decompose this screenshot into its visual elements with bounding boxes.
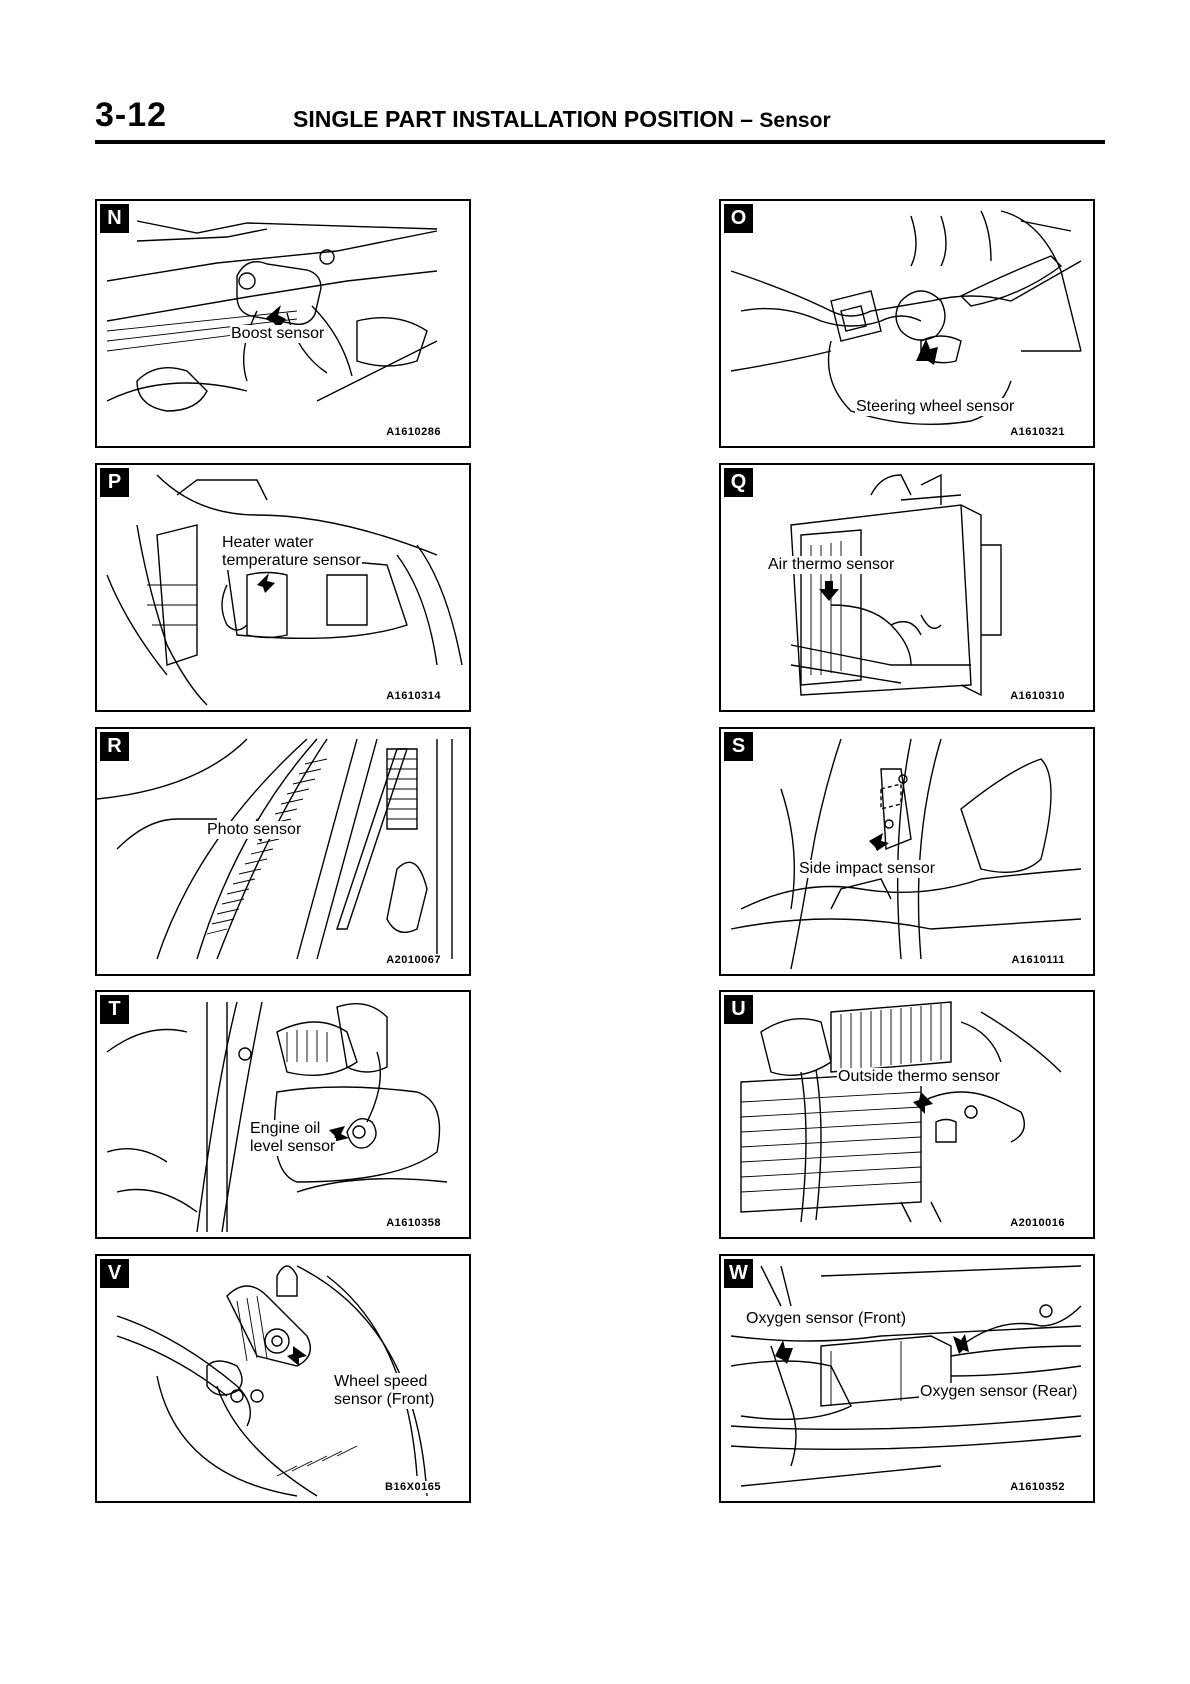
page-header: 3-12 SINGLE PART INSTALLATION POSITION –… bbox=[95, 96, 1105, 142]
engine-oil-level-sensor-illustration bbox=[106, 1001, 448, 1233]
figure-code: A2010016 bbox=[1010, 1217, 1065, 1229]
air-thermo-sensor-label: Air thermo sensor bbox=[767, 556, 896, 574]
panel-n-boost-sensor: N Boost sensor A1610286 bbox=[95, 199, 471, 448]
boost-sensor-label: Boost sensor bbox=[230, 325, 326, 343]
figure-code: A1610314 bbox=[386, 690, 441, 702]
page-title-main: SINGLE PART INSTALLATION POSITION bbox=[293, 106, 734, 132]
panel-letter: T bbox=[100, 995, 129, 1024]
panel-t-engine-oil-level-sensor: T Engine oil level sensor A1610358 bbox=[95, 990, 471, 1239]
panel-p-heater-water-temperature-sensor: P Heater water temperature sensor A16103… bbox=[95, 463, 471, 712]
page-title: SINGLE PART INSTALLATION POSITION – Sens… bbox=[293, 106, 831, 133]
heater-water-temperature-sensor-illustration bbox=[106, 474, 463, 706]
boost-sensor-illustration bbox=[106, 220, 438, 412]
oxygen-sensor-rear-label: Oxygen sensor (Rear) bbox=[919, 1383, 1079, 1401]
wheel-speed-label-line1: Wheel speed bbox=[333, 1373, 429, 1391]
panel-s-side-impact-sensor: S Side impact sensor A1610111 bbox=[719, 727, 1095, 976]
oxygen-sensor-front-label: Oxygen sensor (Front) bbox=[745, 1310, 908, 1328]
side-impact-sensor-illustration bbox=[730, 738, 1082, 970]
panel-letter: V bbox=[100, 1259, 129, 1288]
figure-code: A1610358 bbox=[386, 1217, 441, 1229]
panel-u-outside-thermo-sensor: U Outside thermo sensor A2010016 bbox=[719, 990, 1095, 1239]
panel-letter: U bbox=[724, 995, 753, 1024]
panel-v-wheel-speed-sensor: V Wheel speed sensor (Front) B16X0165 bbox=[95, 1254, 471, 1503]
photo-sensor-illustration bbox=[97, 738, 453, 960]
panel-w-oxygen-sensors: W Oxygen sensor (Front) Oxygen sensor (R… bbox=[719, 1254, 1095, 1503]
title-separator: – bbox=[740, 106, 754, 132]
heater-water-label-line1: Heater water bbox=[221, 534, 315, 552]
panel-letter: S bbox=[724, 732, 753, 761]
panel-r-photo-sensor: R Photo sensor A2010067 bbox=[95, 727, 471, 976]
panel-letter: R bbox=[100, 732, 129, 761]
wheel-speed-label-line2: sensor (Front) bbox=[333, 1391, 436, 1409]
engine-oil-label-line2: level sensor bbox=[249, 1138, 337, 1156]
page-number: 3-12 bbox=[95, 96, 168, 134]
figure-code: A1610310 bbox=[1010, 690, 1065, 702]
outside-thermo-sensor-illustration bbox=[740, 1001, 1062, 1223]
panel-letter: O bbox=[724, 204, 753, 233]
panel-letter: W bbox=[724, 1259, 753, 1288]
wheel-speed-sensor-illustration bbox=[116, 1265, 428, 1497]
outside-thermo-sensor-label: Outside thermo sensor bbox=[837, 1068, 1001, 1086]
engine-oil-label-line1: Engine oil bbox=[249, 1120, 322, 1138]
figure-code: A1610352 bbox=[1010, 1481, 1065, 1493]
figure-code: B16X0165 bbox=[385, 1481, 441, 1493]
oxygen-sensors-illustration bbox=[730, 1265, 1082, 1487]
panel-q-air-thermo-sensor: Q Air thermo sensor A1610310 bbox=[719, 463, 1095, 712]
heater-water-label-line2: temperature sensor bbox=[221, 552, 362, 570]
header-rule bbox=[95, 140, 1105, 144]
figure-code: A1610321 bbox=[1010, 426, 1065, 438]
steering-wheel-sensor-label: Steering wheel sensor bbox=[855, 398, 1016, 416]
panel-letter: Q bbox=[724, 468, 753, 497]
figure-code: A1610111 bbox=[1011, 954, 1065, 966]
air-thermo-sensor-illustration bbox=[790, 473, 1002, 697]
page-subtitle: Sensor bbox=[759, 109, 831, 132]
panel-letter: P bbox=[100, 468, 129, 497]
photo-sensor-label: Photo sensor bbox=[206, 821, 303, 839]
figure-code: A2010067 bbox=[386, 954, 441, 966]
panel-letter: N bbox=[100, 204, 129, 233]
figure-code: A1610286 bbox=[386, 426, 441, 438]
side-impact-sensor-label: Side impact sensor bbox=[798, 860, 937, 878]
panel-o-steering-wheel-sensor: O Steering wheel sensor A1610321 bbox=[719, 199, 1095, 448]
